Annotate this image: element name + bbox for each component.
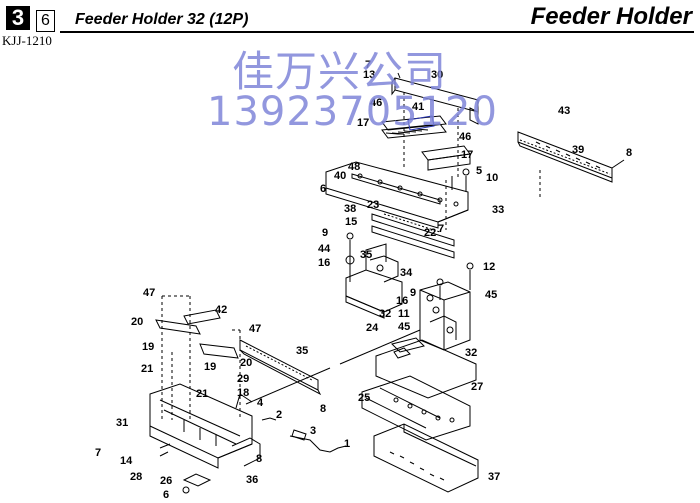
header: 3 6 Feeder Holder 32 (12P) Feeder Holder…: [0, 0, 700, 48]
callout-label: 45: [398, 321, 410, 333]
part-bolts: [345, 168, 474, 302]
part-rail-35-lower: [239, 339, 322, 396]
callout-label: 35: [296, 345, 308, 357]
watermark-phone: 13923705120: [207, 89, 498, 135]
callout-label: 33: [492, 204, 504, 216]
part-small-bottom: [159, 443, 212, 494]
callout-label: 16: [318, 257, 330, 269]
callout-label: 23: [367, 199, 379, 211]
callout-label: 3: [310, 425, 316, 437]
callout-label: 36: [246, 474, 258, 486]
callout-label: 47: [143, 287, 155, 299]
callout-label: 1: [344, 438, 350, 450]
callout-label: 44: [318, 243, 331, 255]
callout-label: 7: [365, 59, 371, 71]
callout-labels: 7 13 30 46 41 17 46 17 43 39 8 48 5 10 6…: [95, 59, 632, 501]
leader-lines: [161, 92, 541, 420]
callout-label: 6: [320, 183, 326, 195]
part-tray-37: [373, 423, 479, 493]
header-divider: [60, 31, 694, 33]
callout-label: 25: [358, 392, 370, 404]
callout-label: 15: [345, 216, 357, 228]
callout-label: 19: [142, 341, 154, 353]
part-frame-middle: [361, 337, 477, 441]
callout-label: 31: [116, 417, 128, 429]
callout-label: 8: [256, 453, 262, 465]
callout-label: 20: [240, 357, 252, 369]
callout-label: 16: [396, 295, 408, 307]
part-cable: [245, 329, 421, 453]
callout-label: 40: [334, 170, 346, 182]
page-number: 6: [36, 10, 55, 32]
callout-label: 6: [163, 489, 169, 501]
callout-label: 5: [476, 165, 482, 177]
part-bracket-32: [419, 281, 471, 351]
callout-label: 41: [412, 101, 424, 113]
callout-label: 4: [257, 397, 264, 409]
callout-label: 8: [320, 403, 326, 415]
callout-label: 32: [379, 308, 391, 320]
callout-label: 18: [237, 387, 249, 399]
callout-label: 42: [215, 304, 227, 316]
callout-label: 39: [572, 144, 584, 156]
callout-label: 9: [322, 227, 328, 239]
callout-label: 21: [141, 363, 153, 375]
callout-label: 27: [471, 381, 483, 393]
callout-label: 35: [360, 249, 372, 261]
section-title: Feeder Holder: [530, 3, 692, 30]
part-code: KJJ-1210: [2, 33, 52, 48]
callout-label: 37: [488, 471, 500, 483]
callout-label: 46: [370, 97, 382, 109]
part-comb-lower: [155, 309, 239, 359]
callout-label: 46: [459, 131, 471, 143]
callout-label: 10: [486, 172, 498, 184]
callout-label: 14: [120, 455, 133, 467]
callout-label: 2: [276, 409, 282, 421]
part-rail-23: [371, 213, 455, 259]
chapter-number: 3: [6, 6, 30, 30]
callout-label: 32: [465, 347, 477, 359]
part-plate-33: [325, 161, 469, 229]
callout-label: 7: [438, 223, 444, 235]
callout-label: 12: [483, 261, 495, 273]
callout-label: 7: [95, 447, 101, 459]
callout-label: 13: [363, 69, 375, 81]
callout-label: 20: [131, 316, 143, 328]
callout-label: 24: [366, 322, 379, 334]
callout-label: 17: [357, 117, 369, 129]
part-bracket-34: [345, 243, 403, 319]
callout-label: 22: [424, 227, 436, 239]
callout-label: 9: [410, 287, 416, 299]
page-title: Feeder Holder 32 (12P): [75, 11, 249, 28]
part-bracket-top: [391, 72, 479, 125]
part-frame-36: [149, 383, 261, 469]
callout-label: 34: [400, 267, 413, 279]
callout-label: 30: [431, 69, 443, 81]
callout-label: 48: [348, 161, 360, 173]
callout-label: 8: [626, 147, 632, 159]
callout-label: 29: [237, 373, 249, 385]
callout-label: 11: [398, 308, 410, 320]
callout-label: 38: [344, 203, 356, 215]
callout-label: 47: [249, 323, 261, 335]
callout-label: 28: [130, 471, 142, 483]
part-comb-upper: [381, 115, 471, 171]
part-rail-39: [517, 131, 625, 183]
callout-label: 21: [196, 388, 208, 400]
callout-label: 17: [461, 149, 473, 161]
callout-label: 45: [485, 289, 497, 301]
watermark-company: 佳万兴公司: [232, 47, 448, 96]
callout-label: 19: [204, 361, 216, 373]
callout-label: 43: [558, 105, 570, 117]
callout-label: 26: [160, 475, 172, 487]
